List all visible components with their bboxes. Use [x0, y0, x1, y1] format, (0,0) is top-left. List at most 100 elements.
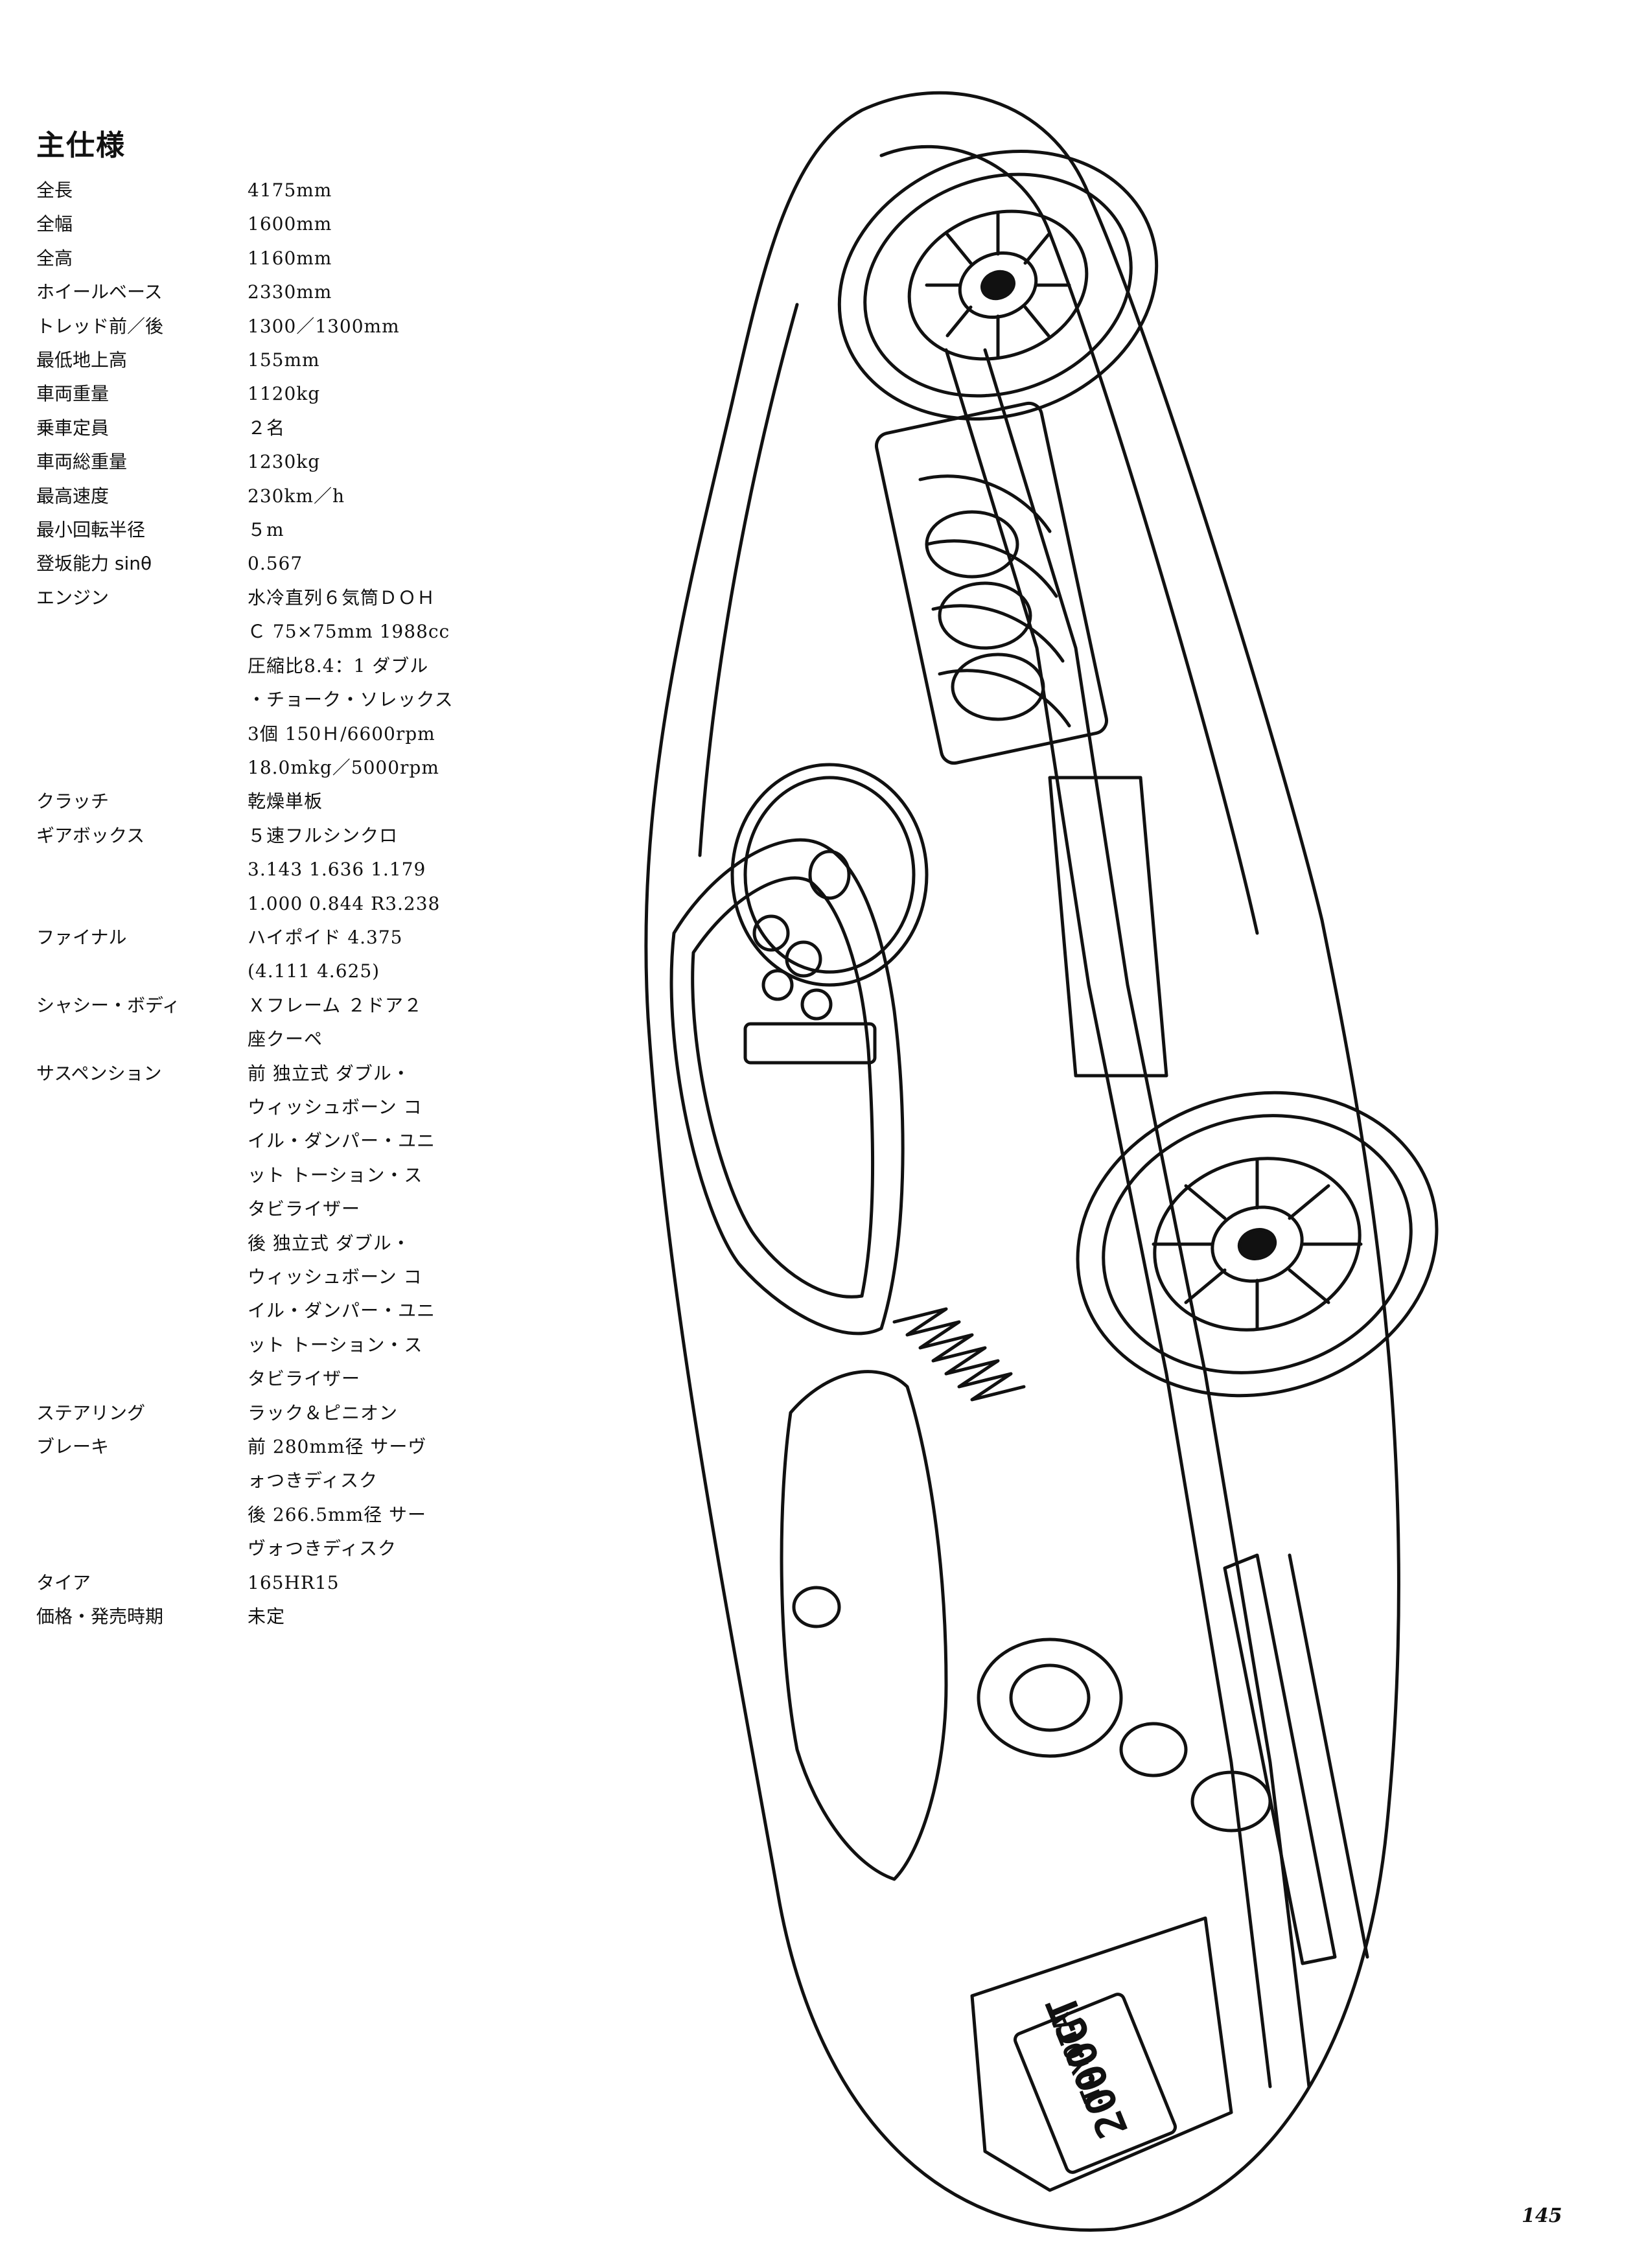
spec-row: 全長 4175mm	[36, 174, 490, 207]
windscreen-frame	[669, 838, 905, 1336]
rear-panel	[970, 1916, 1233, 2192]
spec-label: 最低地上高	[36, 349, 128, 371]
spec-values: 2330mm	[248, 275, 490, 309]
spec-row: トレッド前／後 1300／1300mm	[36, 310, 490, 343]
spec-label: 最高速度	[36, 485, 110, 507]
spec-value-line: ２名	[248, 417, 286, 439]
rear-coil-spring	[892, 1307, 1026, 1402]
spec-values: Ｘフレーム ２ドア２ 座クーペ	[248, 989, 490, 1057]
spec-label: 最小回転半径	[36, 519, 146, 541]
body-inner-line	[698, 145, 1259, 935]
spec-value-line: (4.111 4.625)	[248, 960, 380, 982]
spec-value-line: タビライザー	[248, 1368, 361, 1390]
tail-light	[1190, 1770, 1272, 1833]
spec-row: 全高 1160mm	[36, 242, 490, 275]
spec-values: 1600mm	[248, 207, 490, 241]
spec-value-line: ハイポイド 4.375	[248, 926, 403, 948]
spec-row: ステアリングラック＆ピニオン	[36, 1396, 490, 1430]
spec-row: ブレーキ 前 280mm径 サーヴォつきディスク後 266.5mm径 サーヴォつき…	[36, 1430, 490, 1566]
spec-label: ファイナル	[36, 926, 127, 948]
spec-values: ５m	[248, 513, 490, 547]
spec-values: 前 独立式 ダブル・ウィッシュボーン コイル・ダンパー・ユニット トーション・ス…	[248, 1057, 490, 1396]
spec-row: 最低地上高 155mm	[36, 343, 490, 377]
spec-value-line: ット トーション・ス	[248, 1334, 423, 1356]
steering-wheel	[730, 763, 929, 987]
spec-value-line: 1160mm	[248, 247, 332, 269]
spec-label: 全長	[36, 179, 73, 201]
engine-block	[875, 401, 1108, 765]
spec-values: 1230kg	[248, 445, 490, 479]
side-marker-light	[792, 1586, 841, 1628]
spec-label: タイア	[36, 1571, 91, 1593]
spec-label: トレッド前／後	[36, 315, 164, 337]
exhaust-pipes	[1223, 1553, 1369, 1965]
spec-row: 全幅 1600mm	[36, 207, 490, 241]
spec-row: シャシー・ボディ Ｘフレーム ２ドア２ 座クーペ	[36, 989, 490, 1057]
spec-value-line: 1300／1300mm	[248, 315, 400, 337]
spec-value-line: 1.000 0.844 R3.238	[248, 892, 441, 914]
spec-value-line: 2330mm	[248, 281, 332, 303]
spec-value-line: 水冷直列６気筒ＤＯＨ	[248, 586, 436, 608]
spec-label: シャシー・ボディ	[36, 994, 181, 1016]
spec-row: 価格・発売時期未定	[36, 1600, 490, 1634]
rear-window-frame	[780, 1370, 948, 1881]
spec-value-line: 1600mm	[248, 213, 332, 235]
spec-value-line: 0.567	[248, 553, 303, 575]
spec-label: 全幅	[36, 213, 73, 235]
spec-value-line: Ｃ 75×75mm 1988cc	[248, 621, 450, 643]
spec-value-line: 前 独立式 ダブル・	[248, 1062, 411, 1084]
spec-value-line: ウィッシュボーン コ	[248, 1096, 423, 1118]
spec-label: 全高	[36, 247, 73, 269]
spec-value-line: ヴォつきディスク	[248, 1538, 397, 1560]
rear-wheel	[1076, 1091, 1439, 1398]
spec-value-line: ５m	[248, 519, 284, 541]
spec-values: 4175mm	[248, 174, 490, 207]
body-outline	[644, 91, 1400, 2232]
spec-values: ラック＆ピニオン	[248, 1396, 490, 1430]
spec-row: クラッチ乾燥単板	[36, 785, 490, 818]
plate-text-line2: 2000GT	[1037, 1987, 1138, 2144]
spec-value-line: ５速フルシンクロ	[248, 824, 399, 846]
spec-row: タイア 165HR15	[36, 1566, 490, 1600]
spec-row: ファイナル ハイポイド 4.375 (4.111 4.625)	[36, 921, 490, 989]
spec-value-line: 3個 150Ｈ/6600rpm	[248, 723, 435, 745]
dashboard-gauges	[743, 914, 877, 1065]
spec-value-line: 165HR15	[248, 1571, 340, 1593]
spec-value-line: イル・ダンパー・ユニ	[248, 1300, 436, 1322]
spec-label: クラッチ	[36, 791, 110, 813]
spec-label: ブレーキ	[36, 1436, 110, 1458]
spec-values: 未定	[248, 1600, 490, 1634]
spec-values: ２名	[248, 411, 490, 445]
spec-label: 車両総重量	[36, 451, 128, 473]
spec-value-line: Ｘフレーム ２ドア２	[248, 994, 423, 1016]
spec-value-line: ット トーション・ス	[248, 1164, 423, 1186]
spec-values: ハイポイド 4.375 (4.111 4.625)	[248, 921, 490, 989]
spec-label: 登坂能力 sinθ	[36, 553, 152, 575]
spec-value-line: ォつきディスク	[248, 1470, 378, 1492]
spec-value-line: タビライザー	[248, 1198, 361, 1220]
car-cutaway-illustration: TOYOTA 2000GT	[644, 91, 1439, 2232]
spec-row: 乗車定員 ２名	[36, 411, 490, 445]
spec-title: 主仕様	[36, 129, 126, 162]
differential	[977, 1637, 1123, 1758]
spec-label: 乗車定員	[36, 417, 110, 439]
spec-values: 155mm	[248, 343, 490, 377]
spec-value-line: ウィッシュボーン コ	[248, 1266, 423, 1288]
page-number: 145	[1522, 2204, 1562, 2227]
spec-value-line: 18.0mkg／5000rpm	[248, 756, 439, 778]
spec-value-line: 未定	[248, 1606, 286, 1628]
spec-values: 前 280mm径 サーヴォつきディスク後 266.5mm径 サーヴォつきディスク	[248, 1430, 490, 1566]
spec-values: 0.567	[248, 547, 490, 581]
spec-label: ギアボックス	[36, 824, 145, 846]
spec-value-line: 座クーペ	[248, 1028, 323, 1050]
spec-row: サスペンション前 独立式 ダブル・ウィッシュボーン コイル・ダンパー・ユニット …	[36, 1057, 490, 1396]
spec-values: 1300／1300mm	[248, 310, 490, 343]
spec-label: 車両重量	[36, 383, 110, 405]
spec-values: 165HR15	[248, 1566, 490, 1600]
